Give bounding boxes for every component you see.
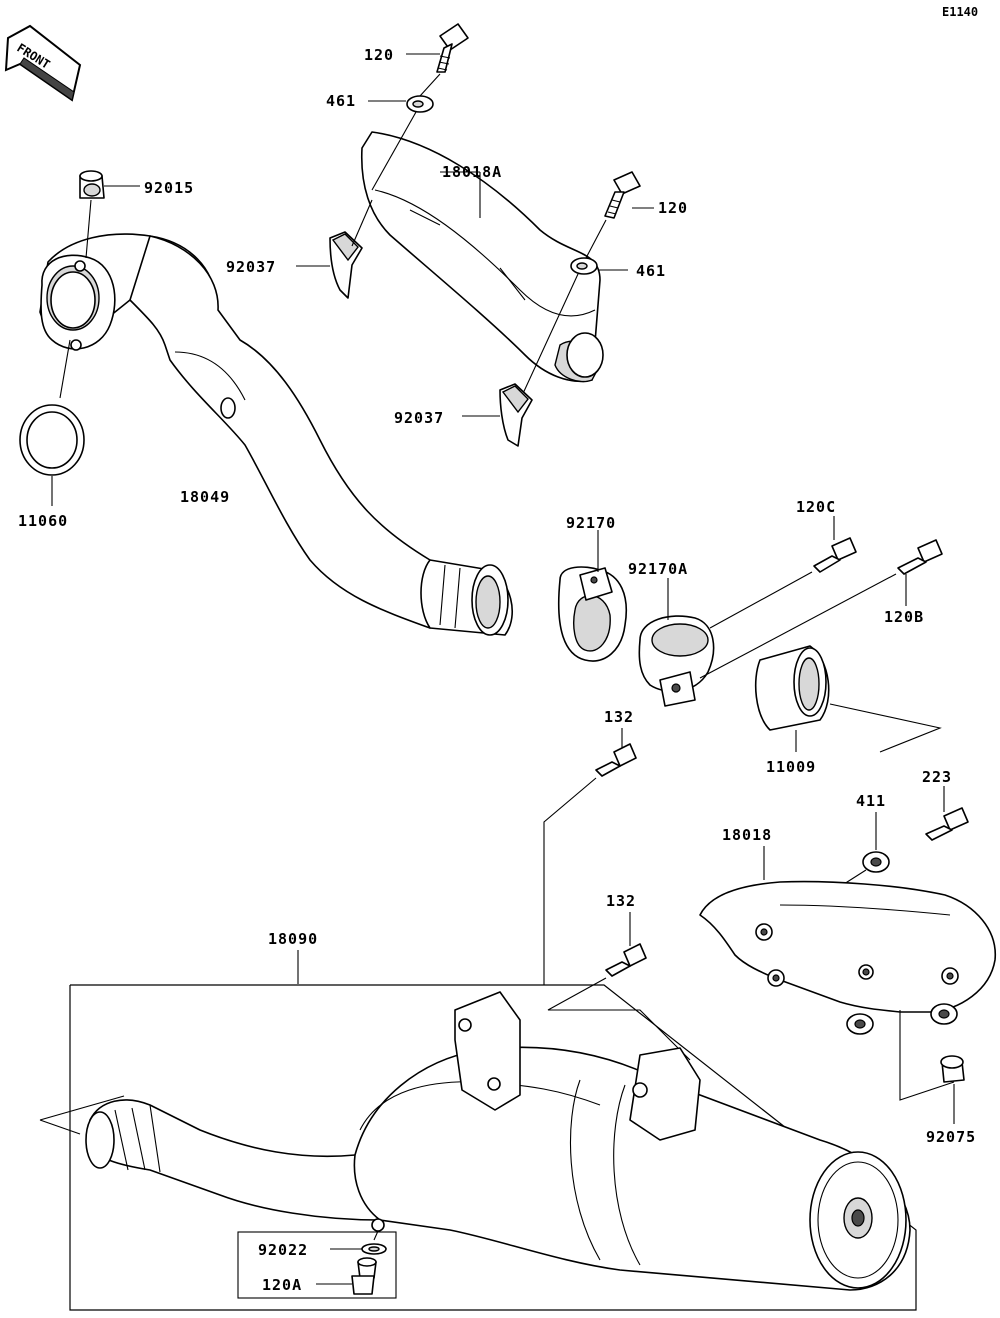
callout-18018: 18018	[722, 826, 772, 844]
muffler-18090	[85, 991, 911, 1291]
drain-bolt-120A	[351, 1257, 377, 1295]
callout-92037-left: 92037	[226, 258, 276, 276]
callout-132-upper: 132	[604, 708, 634, 726]
bolt-132-upper	[595, 743, 637, 777]
clip-92037-left	[329, 231, 363, 299]
diagram-ref-code: E1140	[942, 5, 978, 19]
callout-11060: 11060	[18, 512, 68, 530]
gasket-11060	[19, 404, 85, 476]
callout-92075: 92075	[926, 1128, 976, 1146]
header-pipe-18049	[39, 233, 513, 636]
bolt-120-right	[604, 171, 641, 219]
callout-120A: 120A	[262, 1276, 302, 1294]
callout-223: 223	[922, 768, 952, 786]
clamp-92170	[557, 566, 627, 662]
callout-11009: 11009	[766, 758, 816, 776]
callout-411: 411	[856, 792, 886, 810]
grommet-411	[862, 851, 890, 873]
heat-guard-18018	[699, 880, 996, 1035]
callout-132-lower: 132	[606, 892, 636, 910]
callout-92037-lower: 92037	[394, 409, 444, 427]
callout-120-top: 120	[364, 46, 394, 64]
callout-18049: 18049	[180, 488, 230, 506]
front-arrow-icon: FRONT	[4, 24, 82, 102]
heat-guard-18018A	[360, 131, 604, 383]
nut-92075	[940, 1055, 965, 1083]
callout-461-top: 461	[326, 92, 356, 110]
bolt-120C	[813, 537, 857, 573]
callout-461-right: 461	[636, 262, 666, 280]
callout-120C: 120C	[796, 498, 836, 516]
bolt-120-top	[436, 23, 469, 73]
washer-461-right	[570, 257, 598, 275]
bolt-223	[925, 807, 969, 841]
callout-120B: 120B	[884, 608, 924, 626]
clamp-92170A	[638, 615, 715, 707]
callout-18090: 18090	[268, 930, 318, 948]
callout-92170: 92170	[566, 514, 616, 532]
bolt-120B	[897, 539, 943, 575]
callout-92015: 92015	[144, 179, 194, 197]
callout-120-right: 120	[658, 199, 688, 217]
clip-92037-lower	[499, 383, 533, 447]
cap-nut-92015	[79, 170, 105, 199]
callout-92022: 92022	[258, 1241, 308, 1259]
washer-461-top	[406, 95, 434, 113]
callout-18018A: 18018A	[442, 163, 502, 181]
callout-92170A: 92170A	[628, 560, 688, 578]
bolt-132-lower	[605, 943, 647, 977]
washer-92022	[361, 1243, 387, 1255]
sleeve-11009	[754, 645, 830, 731]
